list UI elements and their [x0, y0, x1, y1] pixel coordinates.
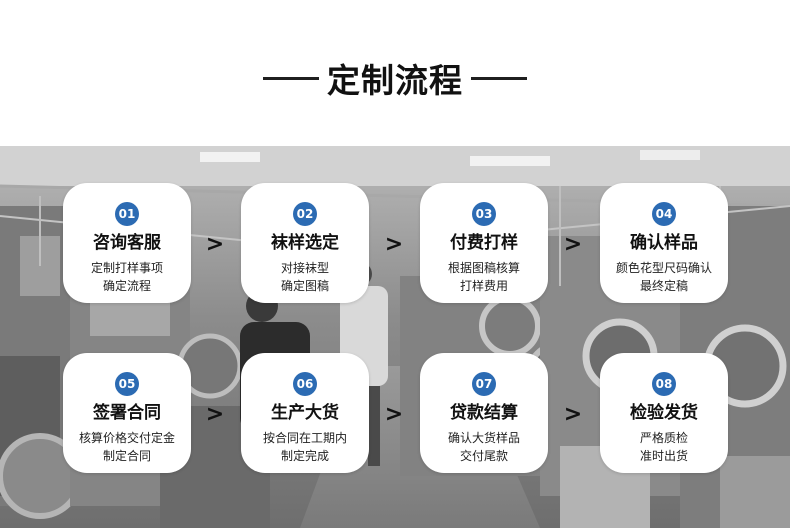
step-description: 严格质检 准时出货	[640, 429, 688, 465]
step-desc-line: 制定完成	[280, 449, 329, 463]
step-title: 检验发货	[630, 403, 698, 423]
step-number-badge: 03	[472, 202, 496, 226]
title-right-rule	[471, 76, 527, 80]
title-left-rule	[263, 76, 319, 80]
step-description: 核算价格交付定金 制定合同	[79, 429, 175, 465]
step-desc-line: 严格质检	[639, 431, 688, 445]
step-card-04: 04 确认样品 颜色花型尺码确认 最终定稿	[600, 183, 728, 303]
step-desc-line: 确定图稿	[280, 279, 329, 293]
step-desc-line: 交付尾款	[459, 449, 508, 463]
step-arrow: >	[563, 402, 583, 427]
step-description: 对接袜型 确定图稿	[281, 259, 329, 295]
step-title: 付费打样	[450, 233, 518, 253]
step-card-03: 03 付费打样 根据图稿核算 打样费用	[420, 183, 548, 303]
step-title: 签署合同	[93, 403, 161, 423]
step-card-06: 06 生产大货 按合同在工期内 制定完成	[241, 353, 369, 473]
step-card-02: 02 袜样选定 对接袜型 确定图稿	[241, 183, 369, 303]
step-description: 颜色花型尺码确认 最终定稿	[616, 259, 712, 295]
step-desc-line: 颜色花型尺码确认	[615, 261, 712, 275]
step-number-badge: 05	[115, 372, 139, 396]
step-title: 贷款结算	[450, 403, 518, 423]
step-number-badge: 08	[652, 372, 676, 396]
step-card-01: 01 咨询客服 定制打样事项 确定流程	[63, 183, 191, 303]
step-description: 根据图稿核算 打样费用	[448, 259, 520, 295]
step-number-badge: 02	[293, 202, 317, 226]
step-desc-line: 对接袜型	[280, 261, 329, 275]
step-desc-line: 准时出货	[639, 449, 688, 463]
step-number-badge: 06	[293, 372, 317, 396]
page-title: 定制流程	[327, 61, 463, 100]
step-desc-line: 按合同在工期内	[262, 431, 347, 445]
step-description: 按合同在工期内 制定完成	[263, 429, 347, 465]
step-title: 生产大货	[271, 403, 339, 423]
title-wrap: 定制流程	[0, 56, 790, 100]
step-desc-line: 核算价格交付定金	[78, 431, 175, 445]
step-desc-line: 打样费用	[459, 279, 508, 293]
step-card-08: 08 检验发货 严格质检 准时出货	[600, 353, 728, 473]
title-section: 定制流程	[0, 0, 790, 146]
step-number-badge: 04	[652, 202, 676, 226]
step-desc-line: 定制打样事项	[90, 261, 163, 275]
step-title: 咨询客服	[93, 233, 161, 253]
step-number-badge: 01	[115, 202, 139, 226]
step-desc-line: 根据图稿核算	[447, 261, 520, 275]
step-arrow: >	[563, 232, 583, 257]
step-arrow: >	[384, 232, 404, 257]
step-desc-line: 最终定稿	[639, 279, 688, 293]
step-description: 确认大货样品 交付尾款	[448, 429, 520, 465]
step-arrow: >	[384, 402, 404, 427]
step-number-badge: 07	[472, 372, 496, 396]
step-arrow: >	[205, 402, 225, 427]
step-title: 确认样品	[630, 233, 698, 253]
step-description: 定制打样事项 确定流程	[91, 259, 163, 295]
step-card-05: 05 签署合同 核算价格交付定金 制定合同	[63, 353, 191, 473]
step-title: 袜样选定	[271, 233, 339, 253]
step-card-07: 07 贷款结算 确认大货样品 交付尾款	[420, 353, 548, 473]
step-arrow: >	[205, 232, 225, 257]
step-desc-line: 制定合同	[102, 449, 151, 463]
step-desc-line: 确定流程	[102, 279, 151, 293]
step-desc-line: 确认大货样品	[447, 431, 520, 445]
